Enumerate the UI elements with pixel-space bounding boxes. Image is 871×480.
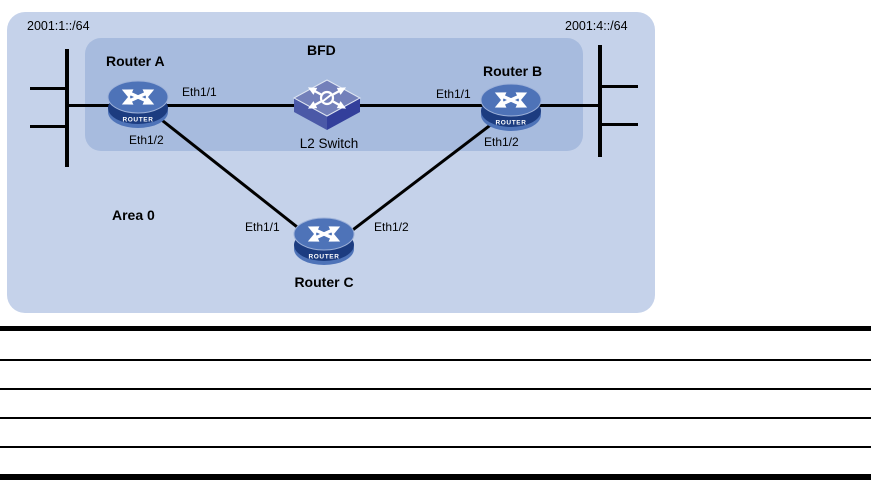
router-a-label: Router A [106, 53, 165, 69]
table-row-divider [0, 446, 871, 448]
router-a-eth1-1-label: Eth1/1 [182, 85, 217, 99]
router-caption: ROUTER [308, 254, 339, 261]
right-bus-stub-1 [600, 85, 638, 88]
router-a-icon: ROUTER [107, 80, 169, 128]
router-b-eth1-1-label: Eth1/1 [436, 87, 471, 101]
router-caption: ROUTER [495, 120, 526, 127]
table-bottom-border [0, 474, 871, 480]
router-c-eth1-2-label: Eth1/2 [374, 220, 409, 234]
router-b-eth1-2-label: Eth1/2 [484, 135, 519, 149]
router-a-eth1-2-label: Eth1/2 [129, 133, 164, 147]
right-network-bus [598, 45, 602, 157]
left-network-bus [65, 49, 69, 167]
right-bus-stub-2 [600, 123, 638, 126]
router-caption: ROUTER [122, 117, 153, 124]
router-c-icon: ROUTER [293, 217, 355, 265]
left-bus-stub-1 [30, 87, 67, 90]
router-c-eth1-1-label: Eth1/1 [245, 220, 280, 234]
router-c-label: Router C [294, 274, 354, 290]
table-row-divider [0, 359, 871, 361]
l2-switch-icon [292, 79, 362, 130]
subnet-left-label: 2001:1::/64 [27, 19, 90, 33]
table-row-divider [0, 388, 871, 390]
router-b-label: Router B [483, 63, 543, 79]
table-row-divider [0, 417, 871, 419]
area0-label: Area 0 [112, 207, 155, 223]
l2-switch-label: L2 Switch [299, 136, 359, 151]
bfd-label: BFD [307, 42, 336, 58]
router-b-icon: ROUTER [480, 83, 542, 131]
subnet-right-label: 2001:4::/64 [565, 19, 628, 33]
left-bus-stub-2 [30, 125, 67, 128]
table-top-border [0, 326, 871, 331]
